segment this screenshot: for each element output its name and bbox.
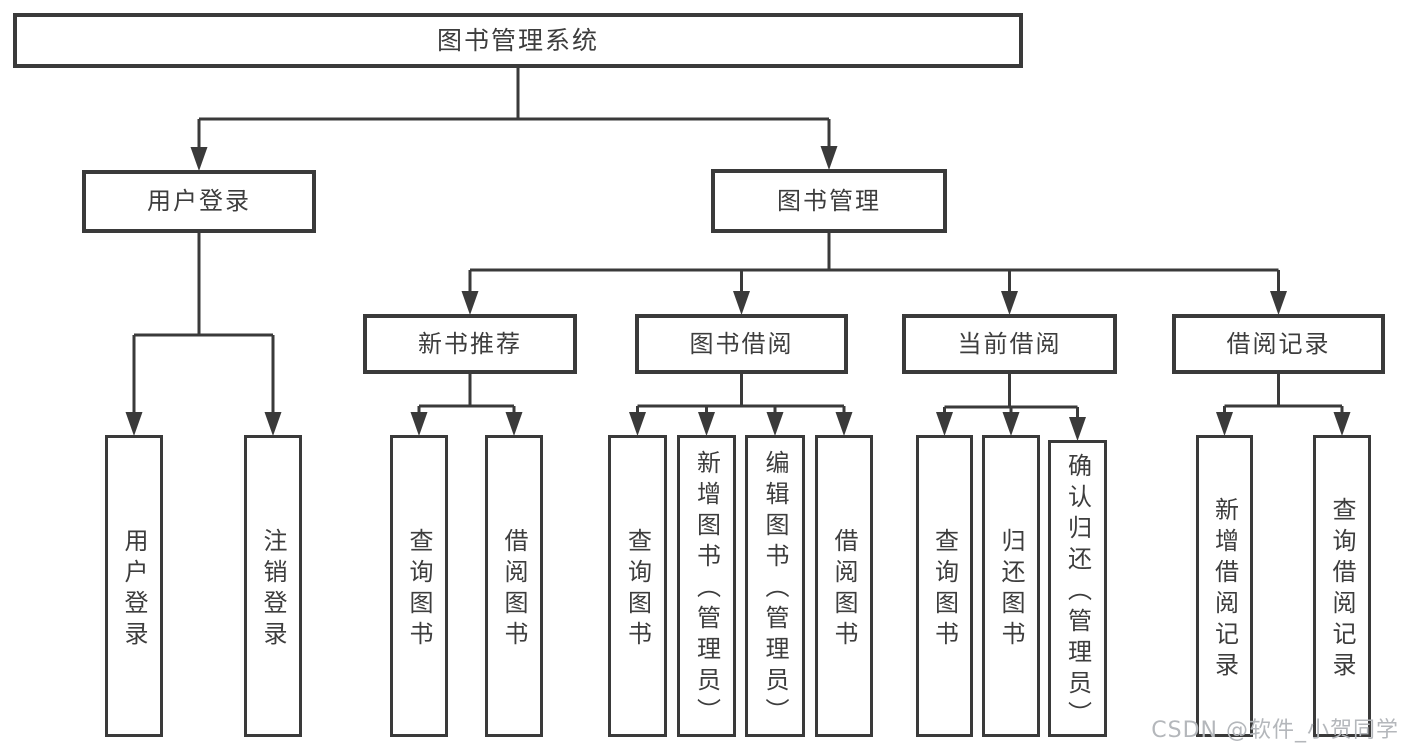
arrowhead-icon [125,412,143,436]
arrowhead-icon [461,291,479,315]
node-label: 借阅图书 [500,527,528,652]
arrowhead-icon [835,412,853,436]
node-label: 查询图书 [930,527,959,652]
arrowhead-icon [410,412,428,436]
node-label: 图书管理 [777,186,881,215]
node-label: 注销登录 [259,527,287,652]
node-book-borrow: 图书借阅 [635,314,848,374]
node-label: 图书借阅 [689,329,794,358]
node-label: 编辑图书（管理员） [761,450,789,729]
connector-line [468,233,1280,300]
node-leaf-user-login: 用户登录 [105,435,163,737]
connector-line [943,374,1079,426]
arrowhead-icon [766,412,784,436]
node-leaf-query-borrow-record: 查询借阅记录 [1313,435,1371,737]
node-label: 借阅图书 [830,527,858,652]
node-leaf-borrow-book-1: 借阅图书 [485,435,543,737]
connector-line [197,68,831,156]
connector-line [636,374,846,421]
node-label: 查询图书 [623,527,652,652]
node-new-book-recommend: 新书推荐 [363,314,577,374]
node-leaf-confirm-return: 确认归还（管理员） [1048,440,1107,737]
arrowhead-icon [698,412,715,436]
node-label: 归还图书 [997,527,1025,652]
arrowhead-icon [1001,291,1018,315]
node-leaf-return-book: 归还图书 [982,435,1040,737]
node-root: 图书管理系统 [13,13,1023,68]
node-leaf-logout: 注销登录 [244,435,302,737]
node-label: 借阅记录 [1226,329,1331,358]
node-label: 图书管理系统 [436,25,599,55]
node-leaf-edit-book: 编辑图书（管理员） [745,435,805,737]
node-label: 当前借阅 [957,329,1062,358]
node-label: 查询图书 [405,527,433,652]
node-label: 用户登录 [147,187,251,216]
arrowhead-icon [629,412,646,436]
node-current-borrow: 当前借阅 [902,314,1117,374]
arrowhead-icon [1333,412,1351,436]
connector-line [417,374,516,421]
node-leaf-query-book-3: 查询图书 [916,435,973,737]
arrowhead-icon [505,412,523,436]
connector-line [132,233,275,421]
node-borrow-record: 借阅记录 [1172,314,1385,374]
arrowhead-icon [1069,417,1086,441]
arrowhead-icon [1002,412,1020,436]
arrowhead-icon [733,291,750,315]
arrowhead-icon [264,412,282,436]
node-leaf-query-book-1: 查询图书 [390,435,448,737]
arrowhead-icon [1216,412,1233,436]
node-leaf-query-book-2: 查询图书 [608,435,667,737]
arrowhead-icon [190,147,208,171]
arrowhead-icon [1270,291,1287,315]
node-label: 新书推荐 [418,329,522,358]
node-label: 新增图书（管理员） [692,450,721,729]
connector-line [1223,374,1344,421]
node-label: 用户登录 [120,527,148,652]
node-leaf-add-book: 新增图书（管理员） [677,435,736,737]
node-label: 新增借阅记录 [1210,496,1239,683]
arrowhead-icon [820,146,838,170]
node-leaf-add-borrow-record: 新增借阅记录 [1196,435,1253,737]
node-book-mgmt: 图书管理 [711,169,947,233]
node-label: 确认归还（管理员） [1063,452,1092,732]
node-leaf-borrow-book-2: 借阅图书 [815,435,873,737]
node-user-login: 用户登录 [82,170,316,233]
arrowhead-icon [936,412,953,436]
node-label: 查询借阅记录 [1328,496,1356,683]
watermark: CSDN @软件_小贺同学 [1151,718,1399,743]
